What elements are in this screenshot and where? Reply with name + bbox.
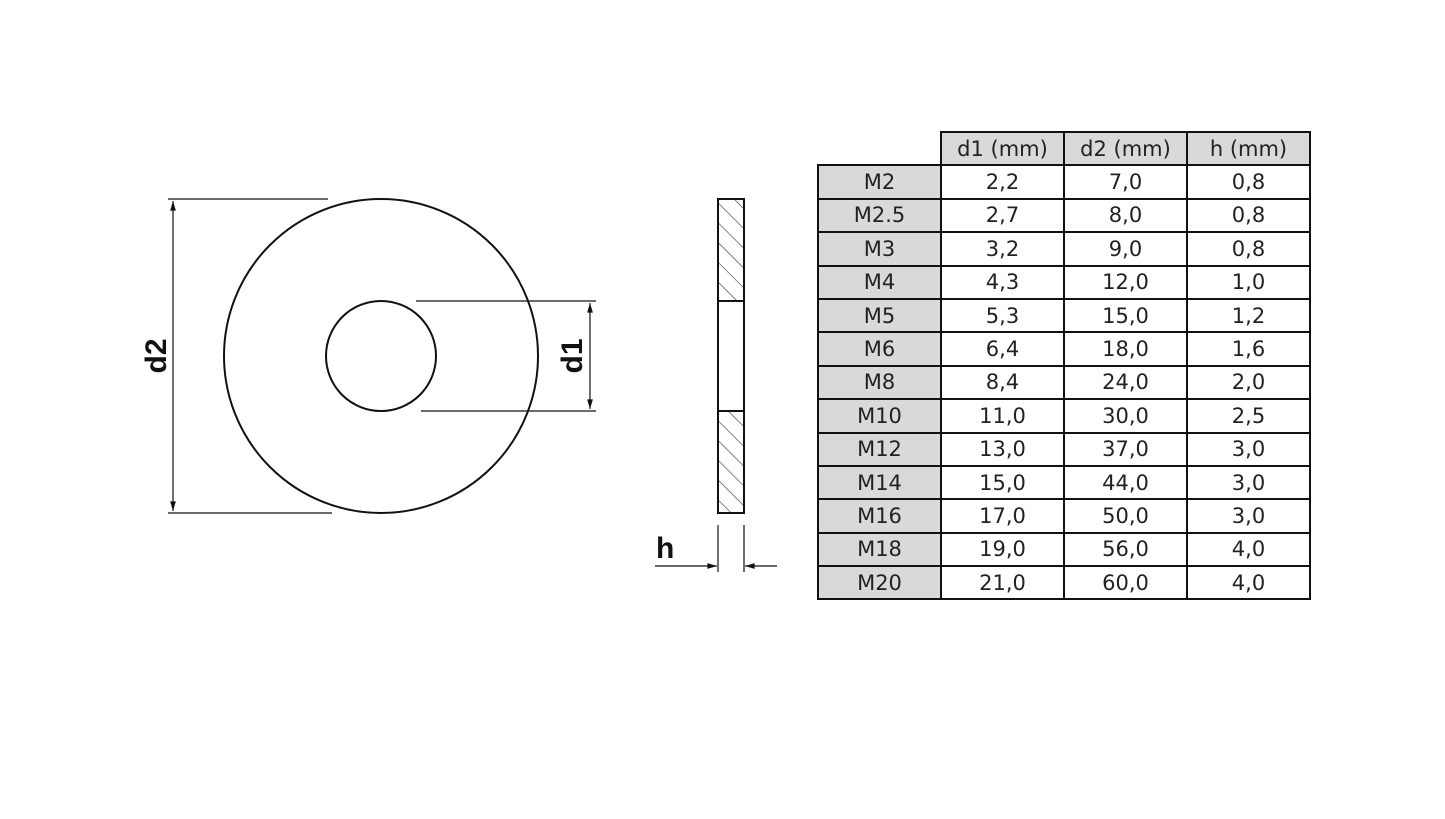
- cell-d2: 7,0: [1063, 164, 1188, 200]
- d2-label: d2: [140, 338, 173, 373]
- cell-h: 3,0: [1186, 464, 1311, 501]
- cell-h: 2,5: [1186, 398, 1311, 434]
- cell-d2: 24,0: [1063, 364, 1188, 401]
- cell-d1: 6,4: [940, 331, 1065, 367]
- cell-h: 1,6: [1186, 331, 1311, 367]
- cell-h: 2,0: [1186, 364, 1311, 401]
- outer-circle: [223, 198, 539, 514]
- cell-size: M20: [817, 565, 942, 601]
- cell-d2: 44,0: [1063, 464, 1188, 501]
- cell-d1: 2,7: [940, 197, 1065, 234]
- cell-d2: 15,0: [1063, 297, 1188, 334]
- cell-size: M4: [817, 264, 942, 300]
- d2-dimension: [168, 198, 332, 514]
- cell-d1: 4,3: [940, 264, 1065, 300]
- cell-h: 3,0: [1186, 431, 1311, 467]
- cell-h: 0,8: [1186, 164, 1311, 200]
- cell-size: M18: [817, 531, 942, 568]
- d1-dimension: [416, 300, 596, 412]
- cell-h: 1,2: [1186, 297, 1311, 334]
- cell-d1: 19,0: [940, 531, 1065, 568]
- cell-d1: 13,0: [940, 431, 1065, 467]
- header-d2: d2 (mm): [1063, 130, 1188, 167]
- cell-size: M6: [817, 331, 942, 367]
- cell-size: M5: [817, 297, 942, 334]
- washer-side-section: [717, 198, 745, 514]
- cell-h: 4,0: [1186, 565, 1311, 601]
- cell-d1: 11,0: [940, 398, 1065, 434]
- cell-size: M16: [817, 498, 942, 534]
- cell-d2: 18,0: [1063, 331, 1188, 367]
- cell-size: M14: [817, 464, 942, 501]
- cell-d2: 50,0: [1063, 498, 1188, 534]
- cell-d1: 15,0: [940, 464, 1065, 501]
- cell-size: M2: [817, 164, 942, 200]
- cell-d1: 21,0: [940, 565, 1065, 601]
- cell-size: M3: [817, 231, 942, 267]
- cell-d1: 3,2: [940, 231, 1065, 267]
- cell-h: 0,8: [1186, 231, 1311, 267]
- header-d1: d1 (mm): [940, 130, 1065, 167]
- cell-h: 4,0: [1186, 531, 1311, 568]
- cell-size: M2.5: [817, 197, 942, 234]
- cell-d1: 17,0: [940, 498, 1065, 534]
- d1-label: d1: [556, 338, 589, 373]
- cell-d2: 56,0: [1063, 531, 1188, 568]
- corner-cell: [818, 132, 942, 167]
- cell-h: 3,0: [1186, 498, 1311, 534]
- cell-size: M12: [817, 431, 942, 467]
- cell-d2: 8,0: [1063, 197, 1188, 234]
- h-dimension: [655, 525, 777, 572]
- washer-front-view: [223, 198, 539, 514]
- cell-d2: 37,0: [1063, 431, 1188, 467]
- inner-hole: [325, 300, 437, 412]
- cell-d1: 8,4: [940, 364, 1065, 401]
- cell-d2: 60,0: [1063, 565, 1188, 601]
- cell-h: 1,0: [1186, 264, 1311, 300]
- cell-h: 0,8: [1186, 197, 1311, 234]
- cell-d1: 5,3: [940, 297, 1065, 334]
- cell-d2: 30,0: [1063, 398, 1188, 434]
- cell-d1: 2,2: [940, 164, 1065, 200]
- table-header-row: d1 (mm) d2 (mm) h (mm): [818, 130, 1311, 167]
- header-h: h (mm): [1186, 130, 1311, 167]
- h-label: h: [656, 532, 674, 565]
- cell-d2: 9,0: [1063, 231, 1188, 267]
- cell-size: M8: [817, 364, 942, 401]
- cell-d2: 12,0: [1063, 264, 1188, 300]
- cell-size: M10: [817, 398, 942, 434]
